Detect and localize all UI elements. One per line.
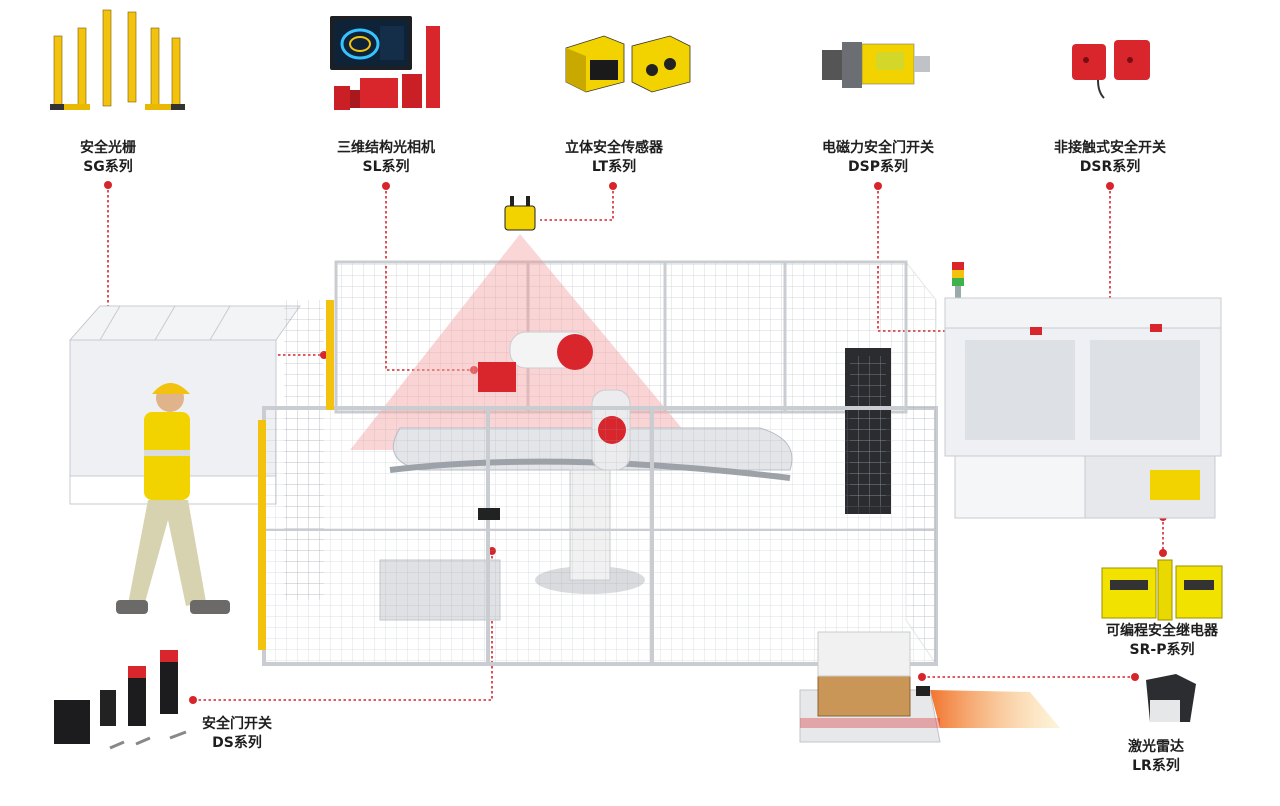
product-series: DS系列: [212, 735, 262, 751]
product-series: DSP系列: [848, 159, 908, 175]
product-name: 电磁力安全门开关: [822, 140, 934, 156]
product-name: 可编程安全继电器: [1106, 623, 1218, 639]
product-series: SR-P系列: [1129, 642, 1195, 658]
lt-sensor-mounted: [504, 196, 536, 231]
product-dsr-switch: [1072, 40, 1150, 99]
product-name: 安全光栅: [80, 140, 136, 156]
label-ds: 安全门开关 DS系列: [182, 715, 292, 753]
front-fence: [258, 260, 938, 666]
product-series: DSR系列: [1079, 159, 1141, 175]
product-series: LR系列: [1132, 758, 1180, 774]
product-name: 非接触式安全开关: [1054, 140, 1166, 156]
product-series: LT系列: [591, 159, 637, 175]
ds-switch-mounted: [478, 508, 500, 520]
right-machine: [944, 262, 1222, 519]
label-srp: 可编程安全继电器 SR-P系列: [1084, 622, 1240, 660]
product-srp-relay: [1101, 559, 1223, 621]
label-sg: 安全光栅 SG系列: [58, 139, 158, 177]
product-lt-sensor: [565, 35, 691, 93]
label-dsr: 非接触式安全开关 DSR系列: [1032, 139, 1188, 177]
product-name: 立体安全传感器: [565, 140, 663, 156]
product-lr-scanner: [1146, 674, 1196, 722]
label-lt: 立体安全传感器 LT系列: [544, 139, 684, 177]
product-name: 三维结构光相机: [337, 140, 435, 156]
product-name: 安全门开关: [202, 716, 272, 732]
product-series: SL系列: [362, 159, 410, 175]
worker-figure: [116, 383, 230, 614]
product-sg-light-curtain: [50, 9, 185, 110]
product-sl-camera: [330, 16, 440, 110]
label-lr: 激光雷达 LR系列: [1106, 738, 1206, 776]
product-ds-switch: [54, 650, 187, 750]
product-name: 激光雷达: [1128, 739, 1184, 755]
label-dsp: 电磁力安全门开关 DSP系列: [800, 139, 956, 177]
product-series: SG系列: [83, 159, 133, 175]
agv-with-pallet: [799, 631, 1060, 743]
product-dsp-switch: [822, 42, 930, 88]
label-sl: 三维结构光相机 SL系列: [316, 139, 456, 177]
